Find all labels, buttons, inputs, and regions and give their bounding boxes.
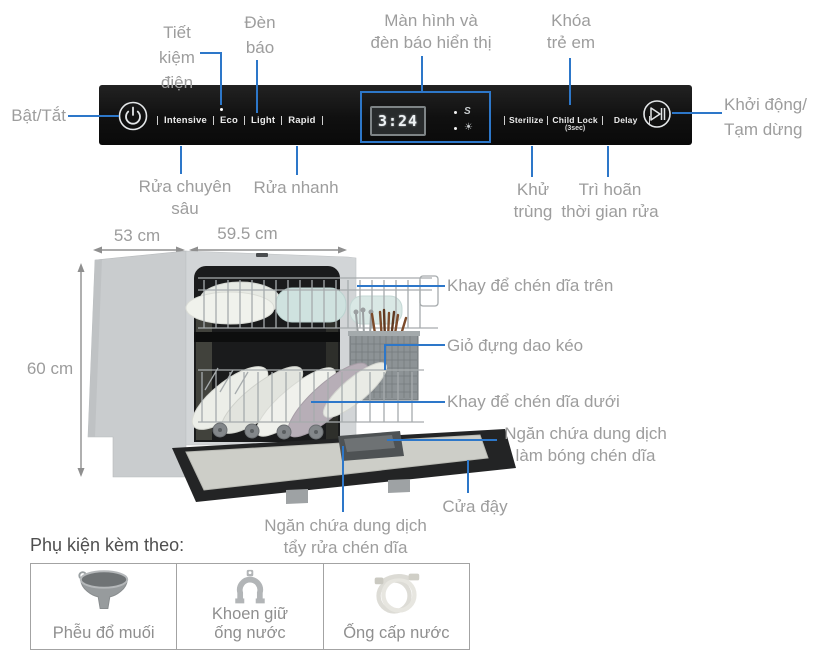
connector-line	[68, 115, 119, 117]
connector-line	[256, 60, 258, 113]
salt-funnel-icon	[78, 570, 128, 609]
connector-line	[296, 146, 298, 175]
program-sterilize: Sterilize	[509, 115, 544, 125]
connector-line	[569, 58, 571, 105]
program-intensive: Intensive	[164, 115, 207, 126]
connector-line	[180, 146, 182, 174]
dishwasher-illustration	[87, 250, 516, 504]
program-rapid: Rapid	[288, 115, 316, 126]
connector-line	[531, 146, 533, 177]
dimension-height: 60 cm	[26, 359, 74, 378]
accessory-label: Khoen giữ ống nước	[211, 605, 289, 642]
label-intensive: Rửa chuyên sâu	[138, 177, 232, 218]
label-delay: Trì hoãn thời gian rửa	[561, 180, 659, 221]
label-indicator-light: Đèn báo	[244, 13, 276, 57]
label-rinse-aid: Ngăn chứa dung dịch làm bóng chén dĩa	[504, 424, 667, 465]
label-door: Cửa đậy	[442, 497, 508, 516]
separator	[321, 116, 323, 125]
label-rapid: Rửa nhanh	[253, 178, 339, 197]
label-detergent: Ngăn chứa dung dịch tẩy rửa chén dĩa	[264, 516, 427, 557]
program-row-left: Intensive Eco Light Rapid	[157, 115, 323, 126]
separator	[281, 116, 283, 125]
hose-clamp-icon	[235, 569, 265, 604]
program-light: Light	[251, 115, 276, 126]
label-sterilize: Khử trùng	[513, 180, 553, 221]
program-delay: Delay	[613, 115, 638, 125]
connector-line	[421, 56, 423, 92]
label-child-lock: Khóa trẻ em	[546, 11, 596, 52]
separator	[648, 115, 650, 125]
connector-line	[311, 401, 445, 403]
display-annotation-box	[360, 91, 491, 143]
label-lower-rack: Khay để chén dĩa dưới	[447, 392, 620, 411]
separator	[212, 116, 214, 125]
program-eco: Eco	[219, 115, 239, 126]
accessory-salt-funnel: Phễu đổ muối	[31, 564, 176, 649]
salt-indicator-icon: ☀	[464, 122, 473, 133]
label-cutlery-basket: Giỏ đựng dao kéo	[447, 336, 584, 355]
connector-line	[342, 446, 344, 512]
indicator-row-rinse: S	[454, 106, 471, 118]
connector-line	[200, 52, 222, 54]
separator	[504, 115, 505, 125]
connector-line	[384, 344, 445, 346]
separator	[157, 116, 158, 125]
time-display: 3:24	[370, 106, 426, 136]
height-arrow-icon	[77, 263, 85, 477]
connector-line	[672, 112, 722, 114]
indicator-row-salt: ☀	[454, 122, 473, 134]
indicator-dot	[454, 126, 457, 130]
connector-line	[220, 52, 222, 105]
label-start-pause: Khởi động/ Tạm dừng	[724, 95, 807, 139]
child-lock-sub-label: (3sec)	[565, 125, 586, 132]
water-supply-hose-icon	[375, 573, 420, 614]
connector-line	[467, 460, 469, 493]
label-display: Màn hình và đèn báo hiển thị	[370, 11, 492, 52]
accessories-title: Phụ kiện kèm theo:	[30, 535, 185, 555]
connector-line	[384, 344, 386, 370]
separator	[244, 116, 246, 125]
eco-indicator-dot	[220, 108, 223, 111]
dimension-width: 59.5 cm	[217, 224, 278, 243]
connector-line	[357, 285, 445, 287]
label-upper-rack: Khay để chén dĩa trên	[447, 276, 614, 295]
connector-line	[387, 439, 497, 441]
label-power: Bật/Tắt	[11, 106, 66, 125]
program-row-right: Sterilize Child Lock (3sec) Delay	[504, 115, 650, 132]
accessory-water-hose: Ống cấp nước	[322, 564, 469, 649]
accessory-hose-clamp: Khoen giữ ống nước	[176, 564, 322, 649]
accessory-label: Phễu đổ muối	[52, 624, 155, 642]
start-pause-button-icon	[643, 100, 671, 128]
dimension-depth: 53 cm	[113, 226, 161, 245]
power-button-icon	[118, 101, 148, 131]
program-child-lock: Child Lock (3sec)	[552, 115, 598, 132]
separator	[547, 115, 549, 125]
control-panel: Intensive Eco Light Rapid 3:24 S ☀ Steri	[99, 85, 692, 145]
label-eco-saving: Tiết kiệm điện	[159, 23, 195, 92]
rinse-aid-indicator-icon: S	[464, 106, 471, 117]
connector-line	[607, 146, 609, 177]
time-display-value: 3:24	[377, 112, 419, 130]
accessories-table: Phễu đổ muối Khoen giữ ống nước	[30, 563, 470, 650]
accessory-label: Ống cấp nước	[343, 624, 450, 642]
indicator-dot	[454, 110, 457, 114]
separator	[601, 115, 603, 125]
